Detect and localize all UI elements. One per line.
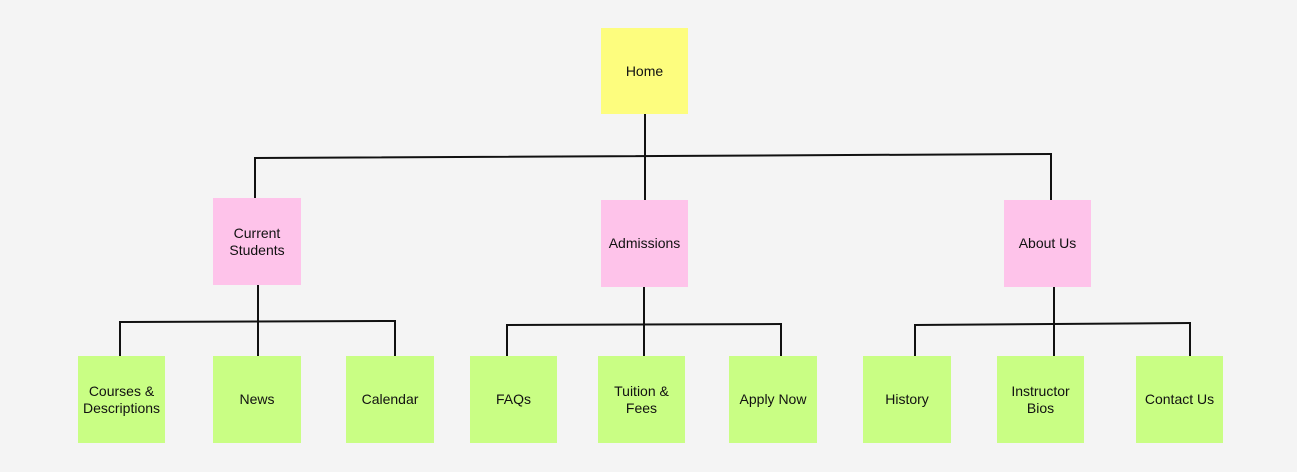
note-calendar: Calendar <box>346 356 434 443</box>
note-history: History <box>863 356 951 443</box>
connector-line <box>118 319 397 324</box>
note-current-students: Current Students <box>213 198 301 285</box>
connector-line <box>253 152 1053 160</box>
note-courses-descriptions: Courses & Descriptions <box>78 356 165 443</box>
note-instructor-bios: Instructor Bios <box>997 356 1084 443</box>
note-contact-us: Contact Us <box>1136 356 1223 443</box>
note-apply-now: Apply Now <box>729 356 817 443</box>
connector-line <box>913 321 1192 327</box>
note-admissions: Admissions <box>601 200 688 287</box>
note-tuition-fees: Tuition & Fees <box>598 356 685 443</box>
note-news: News <box>213 356 301 443</box>
note-home: Home <box>601 28 688 114</box>
connector-line <box>505 322 783 327</box>
note-faqs: FAQs <box>470 356 557 443</box>
note-about-us: About Us <box>1004 200 1091 287</box>
